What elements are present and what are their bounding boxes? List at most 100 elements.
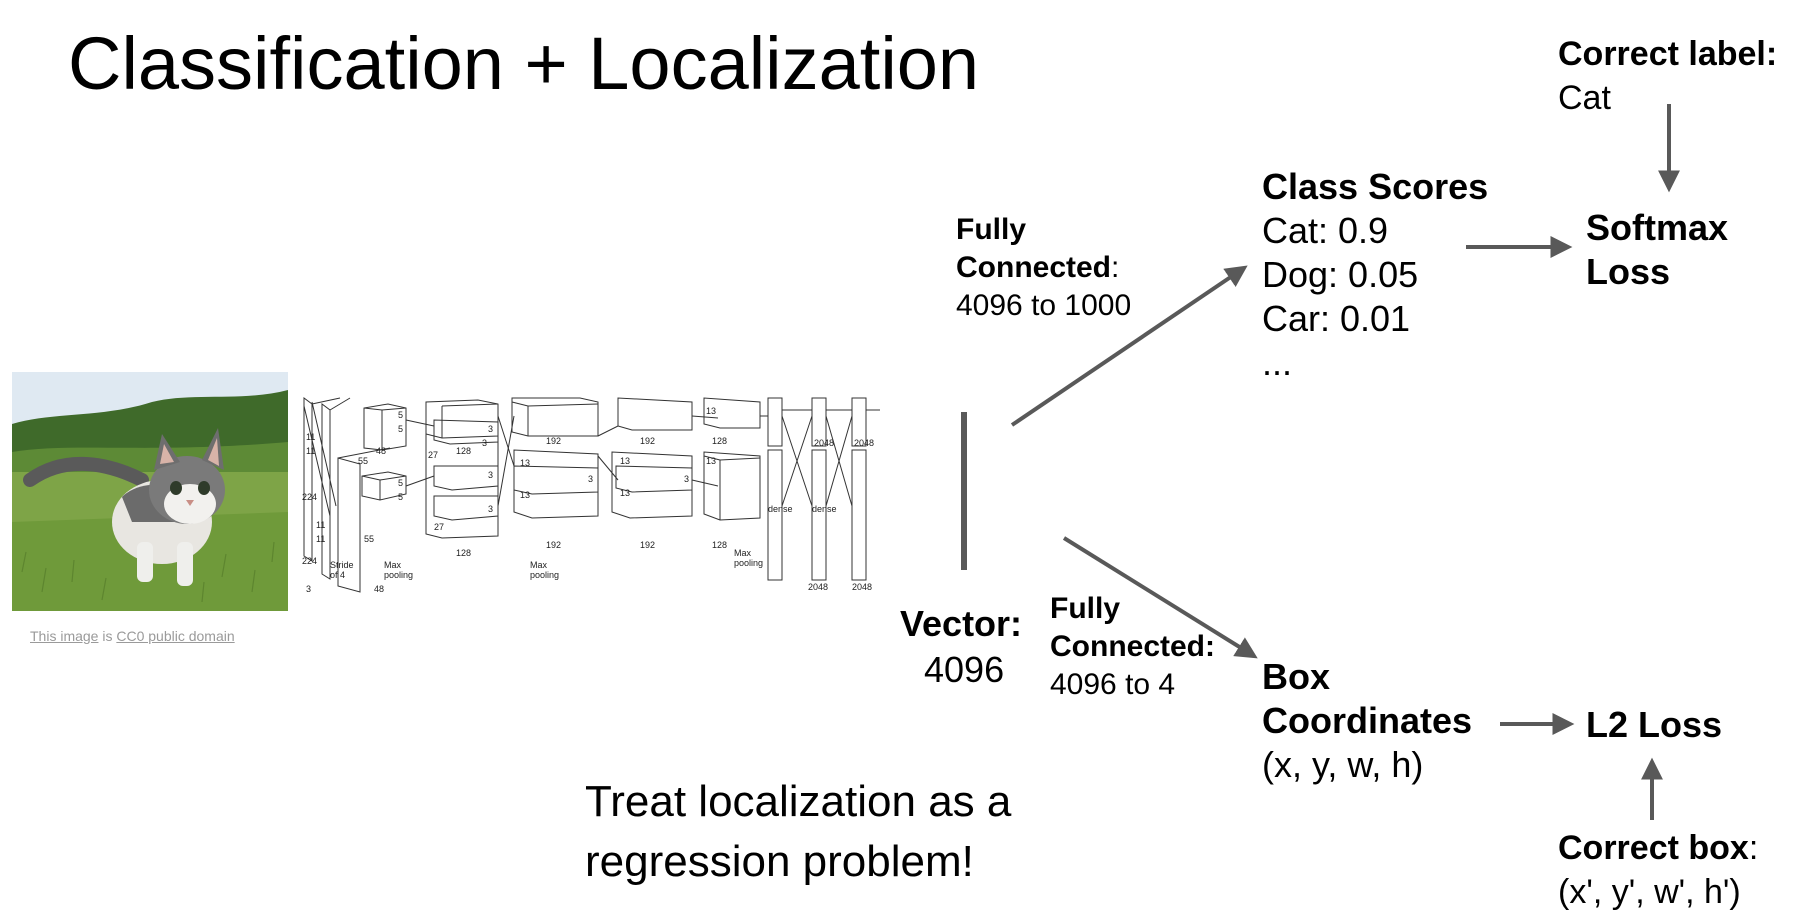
- correct-label: Correct label: Cat: [1558, 32, 1777, 120]
- caption-link-image[interactable]: This image: [30, 628, 99, 644]
- cnn-dim-label: 192: [640, 540, 655, 550]
- softmax-line2: Loss: [1586, 251, 1671, 292]
- cnn-dim-label: 55: [358, 456, 368, 466]
- cnn-dense-layers: [760, 397, 880, 581]
- cnn-pool-label: pooling: [734, 558, 763, 568]
- softmax-line1: Softmax: [1586, 207, 1729, 248]
- class-score-cat: Cat: 0.9: [1262, 210, 1389, 251]
- class-scores: Class Scores Cat: 0.9 Dog: 0.05 Car: 0.0…: [1262, 165, 1488, 385]
- vector-size: 4096: [924, 649, 1005, 690]
- cnn-pool-label: pooling: [530, 570, 559, 580]
- cnn-dim-label: 5: [398, 492, 403, 502]
- cnn-dim-label: 48: [374, 584, 384, 594]
- class-score-car: Car: 0.01: [1262, 298, 1411, 339]
- cnn-pool-label: Max: [384, 560, 402, 570]
- cnn-dim-label: 27: [434, 522, 444, 532]
- cnn-conv1: [337, 403, 407, 593]
- correct-label-title: Correct label:: [1558, 35, 1778, 73]
- cnn-dim-label: 192: [546, 436, 561, 446]
- feature-vector-bar: [961, 412, 967, 570]
- cnn-dim-label: 11: [306, 432, 315, 442]
- correct-box-title: Correct box: [1558, 829, 1749, 867]
- regression-note: Treat localization as a regression probl…: [585, 772, 1011, 892]
- cat-photo: [12, 372, 288, 611]
- fc-top-line2: Connected: [956, 251, 1112, 284]
- l2-loss: L2 Loss: [1586, 704, 1723, 745]
- cnn-pool-label: Max: [530, 560, 548, 570]
- cnn-dim-label: 5: [398, 424, 403, 434]
- vector-label: Vector:: [900, 603, 1023, 644]
- cnn-dim-label: 55: [364, 534, 374, 544]
- cnn-dim-label: 11: [316, 520, 325, 530]
- note-line2: regression problem!: [585, 836, 974, 886]
- fc-bottom-line2: Connected:: [1050, 630, 1215, 663]
- cnn-pool-label: pooling: [384, 570, 413, 580]
- cnn-dim-label: 13: [706, 456, 716, 466]
- cnn-stride-label: Stride: [330, 560, 354, 570]
- cnn-dim-label: 27: [428, 450, 438, 460]
- box-coords-line1: Box: [1262, 656, 1331, 697]
- alexnet-diagram: 11 11 224 224 11 11 3 Stride of 4 55 55 …: [302, 396, 914, 602]
- cnn-labels: 11 11 224 224 11 11 3 Stride of 4 55 55 …: [302, 406, 874, 594]
- cnn-dim-label: 3: [488, 504, 493, 514]
- cnn-dim-label: 3: [488, 470, 493, 480]
- box-coordinates: Box Coordinates (x, y, w, h): [1262, 655, 1472, 787]
- class-score-more: ...: [1262, 342, 1293, 383]
- softmax-loss: Softmax Loss: [1586, 206, 1728, 294]
- cnn-dim-label: 192: [546, 540, 561, 550]
- fc-bottom-label: Fully Connected: 4096 to 4: [1050, 590, 1215, 704]
- cnn-dim-label: 13: [620, 488, 630, 498]
- image-caption: This image is CC0 public domain: [30, 628, 235, 644]
- cnn-dim-label: 13: [520, 458, 530, 468]
- cnn-dim-label: 128: [456, 548, 471, 558]
- cnn-dim-label: 13: [520, 490, 530, 500]
- class-scores-title: Class Scores: [1262, 166, 1489, 207]
- caption-link-license[interactable]: CC0 public domain: [116, 628, 235, 644]
- cnn-dim-label: 2048: [808, 582, 828, 592]
- cnn-input-layer: [303, 397, 351, 580]
- cnn-dim-label: 224: [302, 492, 317, 502]
- fc-top-label: Fully Connected: 4096 to 1000: [956, 211, 1131, 325]
- fc-top-colon: :: [1111, 251, 1120, 284]
- cnn-pool-label: Max: [734, 548, 752, 558]
- cnn-dim-label: 48: [376, 446, 386, 456]
- correct-box-value: (x', y', w', h'): [1558, 873, 1741, 911]
- slide-title: Classification + Localization: [68, 22, 980, 105]
- cnn-dim-label: 2048: [854, 438, 874, 448]
- note-line1: Treat localization as a: [585, 777, 1012, 826]
- cnn-dim-label: 3: [588, 474, 593, 484]
- cnn-dense-label: dense: [812, 504, 837, 514]
- cnn-dim-label: 224: [302, 556, 317, 566]
- cnn-dim-label: 5: [398, 410, 403, 420]
- cnn-dim-label: 128: [456, 446, 471, 456]
- fc-top-line3: 4096 to 1000: [956, 289, 1132, 322]
- cnn-dim-label: 128: [712, 540, 727, 550]
- box-coords-line3: (x, y, w, h): [1262, 744, 1424, 785]
- cnn-dim-label: 192: [640, 436, 655, 446]
- cnn-dim-label: 3: [488, 424, 493, 434]
- cnn-stride-label: of 4: [330, 570, 345, 580]
- cnn-dim-label: 5: [398, 478, 403, 488]
- cnn-dim-label: 13: [620, 456, 630, 466]
- fc-top-line1: Fully: [956, 213, 1027, 246]
- class-score-dog: Dog: 0.05: [1262, 254, 1419, 295]
- cnn-conv2: [405, 399, 499, 539]
- cnn-dense-label: dense: [768, 504, 793, 514]
- box-coords-line2: Coordinates: [1262, 700, 1473, 741]
- cnn-dim-label: 3: [482, 438, 487, 448]
- cnn-dim-label: 128: [712, 436, 727, 446]
- correct-box-colon: :: [1748, 829, 1759, 867]
- cnn-dim-label: 11: [316, 534, 325, 544]
- cnn-conv3-4: [497, 397, 693, 519]
- fc-bottom-line1: Fully: [1050, 592, 1121, 625]
- cnn-conv5: [691, 397, 761, 521]
- fc-bottom-line3: 4096 to 4: [1050, 668, 1176, 701]
- cnn-dim-label: 2048: [814, 438, 834, 448]
- cnn-dim-label: 3: [306, 584, 311, 594]
- correct-label-value: Cat: [1558, 79, 1611, 117]
- cnn-dim-label: 13: [706, 406, 716, 416]
- caption-text: is: [98, 628, 117, 644]
- cnn-dim-label: 2048: [852, 582, 872, 592]
- cnn-dim-label: 11: [306, 446, 315, 456]
- cnn-dim-label: 3: [684, 474, 689, 484]
